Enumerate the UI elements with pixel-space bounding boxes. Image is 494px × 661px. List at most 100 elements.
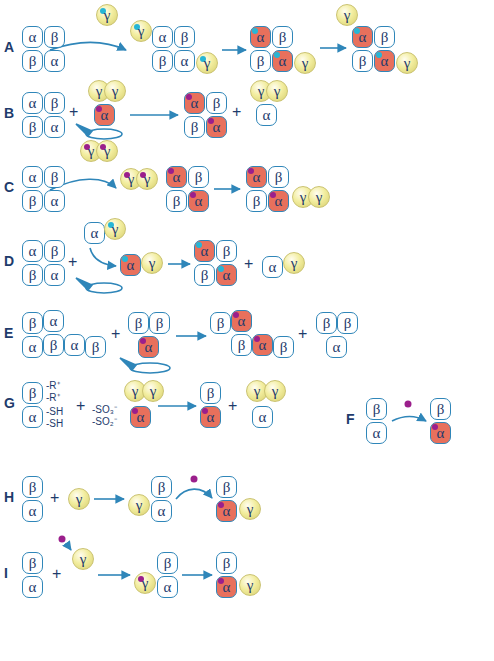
globin-subunit-box: α (326, 336, 347, 358)
subunit-letter: β (51, 244, 59, 259)
chaperone-swirl-tip (120, 358, 136, 370)
globin-sphere: γ (72, 548, 94, 570)
subunit-letter: β (253, 194, 261, 209)
subunit-letter: β (29, 268, 37, 283)
reaction-arrow (392, 417, 426, 422)
subunit-letter: α (195, 194, 203, 209)
subunit-letter: α (253, 170, 261, 185)
globin-sphere: γ (130, 20, 152, 42)
globin-subunit-box: α (194, 240, 215, 262)
globin-subunit-box: β (210, 312, 231, 334)
subunit-letter: β (29, 54, 37, 69)
reaction-arrow (98, 574, 130, 576)
subunit-letter: β (92, 340, 100, 355)
globin-sphere: γ (266, 80, 288, 102)
globin-subunit-box: α (252, 406, 273, 428)
subunit-letter: β (173, 194, 181, 209)
globin-subunit-box: α (184, 92, 205, 114)
subunit-letter: α (437, 426, 445, 441)
subunit-letter: β (29, 120, 37, 135)
globin-sphere: γ (264, 380, 286, 402)
globin-sphere: γ (104, 218, 126, 240)
globin-sphere: γ (308, 186, 330, 208)
globin-subunit-box: α (138, 336, 159, 358)
globin-subunit-box: α (188, 190, 209, 212)
globin-subunit-box: β (85, 336, 106, 358)
heme-dot (405, 401, 412, 408)
globin-sphere: γ (239, 574, 261, 596)
globin-sphere: γ (396, 52, 418, 74)
subunit-letter: α (29, 244, 37, 259)
subunit-letter: α (359, 30, 367, 45)
subunit-letter: α (29, 504, 37, 519)
panel-letter: D (4, 254, 14, 268)
globin-subunit-box: α (22, 26, 43, 48)
globin-subunit-box: α (200, 406, 221, 428)
plus-sign: + (69, 104, 78, 120)
subunit-letter: α (275, 194, 283, 209)
globin-subunit-box: β (188, 166, 209, 188)
subunit-letter: γ (404, 56, 411, 71)
subunit-letter: α (181, 54, 189, 69)
globin-subunit-box: α (250, 26, 271, 48)
panel-letter: B (4, 106, 14, 120)
reaction-arrow (94, 498, 124, 500)
globin-subunit-box: α (44, 116, 65, 138)
subunit-letter: β (207, 386, 215, 401)
subunit-letter: β (51, 170, 59, 185)
globin-subunit-box: β (272, 26, 293, 48)
subunit-letter: α (223, 580, 231, 595)
subunit-letter: γ (144, 172, 151, 187)
globin-subunit-box: α (216, 576, 237, 598)
subunit-letter: α (91, 226, 99, 241)
globin-sphere: γ (239, 498, 261, 520)
subunit-letter: γ (247, 502, 254, 517)
globin-subunit-box: β (337, 312, 358, 334)
globin-sphere: γ (68, 488, 90, 510)
reaction-arrow (130, 114, 178, 116)
subunit-letter: α (71, 338, 79, 353)
globin-subunit-box: α (256, 104, 277, 126)
subunit-letter: β (275, 170, 283, 185)
chemical-group-label: -SH (46, 406, 63, 418)
globin-subunit-box: α (262, 256, 283, 278)
reaction-arrow (168, 263, 190, 265)
subunit-letter: α (29, 340, 37, 355)
globin-subunit-box: β (152, 50, 173, 72)
subunit-letter: α (51, 120, 59, 135)
panel-letter: E (4, 326, 13, 340)
free-heme-dots (59, 401, 412, 543)
subunit-letter: γ (274, 84, 281, 99)
subunit-letter: γ (104, 8, 111, 23)
globin-subunit-box: α (22, 240, 43, 262)
subunit-letter: β (257, 54, 265, 69)
globin-sphere: γ (294, 52, 316, 74)
subunit-letter: α (51, 54, 59, 69)
globin-subunit-box: β (194, 264, 215, 286)
chemical-group-label: -SH (46, 418, 63, 430)
reaction-arrow (176, 335, 206, 337)
subunit-letter: γ (272, 384, 279, 399)
globin-subunit-box: β (44, 166, 65, 188)
subunit-letter: γ (300, 190, 307, 205)
globin-subunit-box: α (120, 254, 141, 276)
globin-subunit-box: β (128, 312, 149, 334)
globin-subunit-box: β (22, 476, 43, 498)
subunit-letter: α (29, 96, 37, 111)
subunit-letter: β (323, 316, 331, 331)
subunit-letter: α (101, 108, 109, 123)
reaction-arrow (320, 47, 346, 49)
globin-subunit-box: α (84, 222, 105, 244)
subunit-letter: β (29, 386, 37, 401)
globin-subunit-box: β (430, 398, 451, 420)
chaperone-swirls (76, 124, 170, 373)
subunit-letter: β (159, 54, 167, 69)
subunit-letter: β (223, 480, 231, 495)
panel-letter: I (4, 566, 8, 580)
globin-subunit-box: β (22, 190, 43, 212)
subunit-letter: α (263, 108, 271, 123)
subunit-letter: γ (132, 384, 139, 399)
panel-letter: F (346, 412, 355, 426)
